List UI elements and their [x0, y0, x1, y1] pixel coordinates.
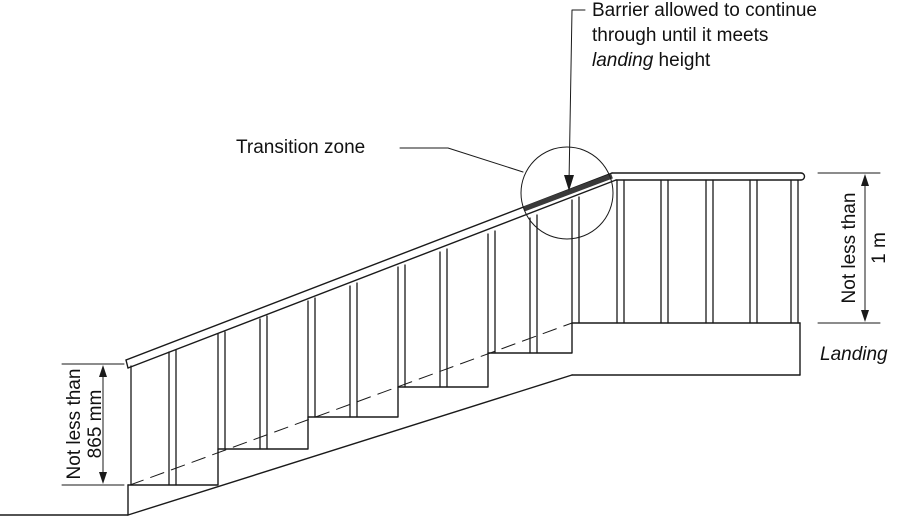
left-dimension-label-line-1: Not less than — [64, 369, 85, 480]
left-dimension-label-line-2: 865 mm — [85, 390, 106, 459]
barrier-note-line-1: Barrier allowed to continue — [592, 0, 817, 21]
pitch-line — [129, 322, 573, 486]
right-height-dimension — [817, 172, 881, 324]
right-dimension-label-line-2: 1 m — [869, 232, 890, 264]
stair-underside — [127, 322, 801, 516]
stair-balusters — [130, 196, 580, 486]
transition-handrail-segment — [523, 173, 613, 212]
right-dimension-label-line-1: Not less than — [839, 193, 860, 304]
transition-zone-leader — [399, 147, 524, 173]
barrier-note-landing-word: landing — [592, 50, 654, 71]
transition-zone-label: Transition zone — [236, 137, 365, 158]
stair-steps — [127, 322, 801, 486]
transition-zone-circle — [520, 146, 614, 240]
barrier-note-height-word: height — [653, 50, 711, 71]
landing-balusters — [616, 179, 799, 324]
barrier-note-leader — [564, 9, 586, 191]
left-height-dimension — [61, 363, 125, 486]
barrier-note-line-2: through until it meets — [592, 25, 768, 46]
landing-handrail — [611, 172, 806, 181]
landing-label: Landing — [820, 344, 888, 365]
barrier-note-line-3: landing height — [592, 50, 711, 71]
